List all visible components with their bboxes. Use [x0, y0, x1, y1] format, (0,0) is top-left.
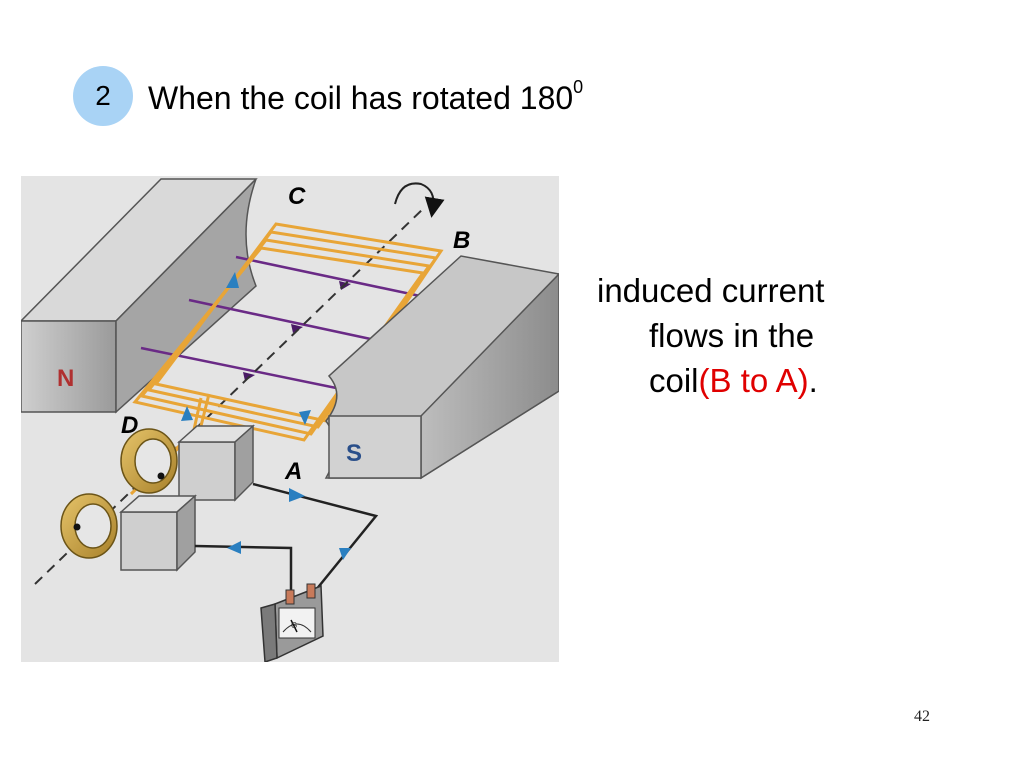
slide-title-text: When the coil has rotated 180: [148, 80, 574, 116]
label-d: D: [121, 412, 138, 439]
caption-line-2: flows in the: [649, 317, 815, 354]
caption-line-3: coil(B to A).: [597, 358, 824, 403]
north-magnet: N: [21, 178, 258, 414]
north-pole-label: N: [57, 365, 74, 392]
galvanometer: G: [260, 583, 324, 662]
south-magnet: S: [324, 255, 559, 480]
slip-ring-lower: [60, 493, 197, 572]
generator-illustration: N S: [21, 178, 559, 662]
external-circuit: [194, 482, 379, 597]
caption-direction: (B to A): [698, 362, 809, 399]
slip-ring-upper: [120, 424, 255, 502]
slide-title: When the coil has rotated 1800: [148, 77, 584, 117]
galvanometer-letter: G: [291, 621, 297, 630]
rotation-indicator-icon: [394, 182, 445, 218]
label-c: C: [288, 183, 306, 210]
caption-coil-word: coil: [649, 362, 699, 399]
label-b: B: [453, 227, 470, 254]
slide-page-number: 42: [914, 708, 930, 725]
step-number-badge: 2: [73, 66, 133, 126]
generator-diagram: N S: [21, 176, 559, 662]
title-superscript: 0: [573, 77, 584, 98]
caption-line-1: induced current: [597, 272, 825, 309]
caption-period: .: [808, 362, 818, 399]
south-pole-label: S: [346, 440, 362, 467]
circuit-current-arrows: [227, 488, 351, 560]
explanation-text: induced current flows in the coil(B to A…: [597, 268, 824, 403]
label-a: A: [284, 458, 302, 485]
